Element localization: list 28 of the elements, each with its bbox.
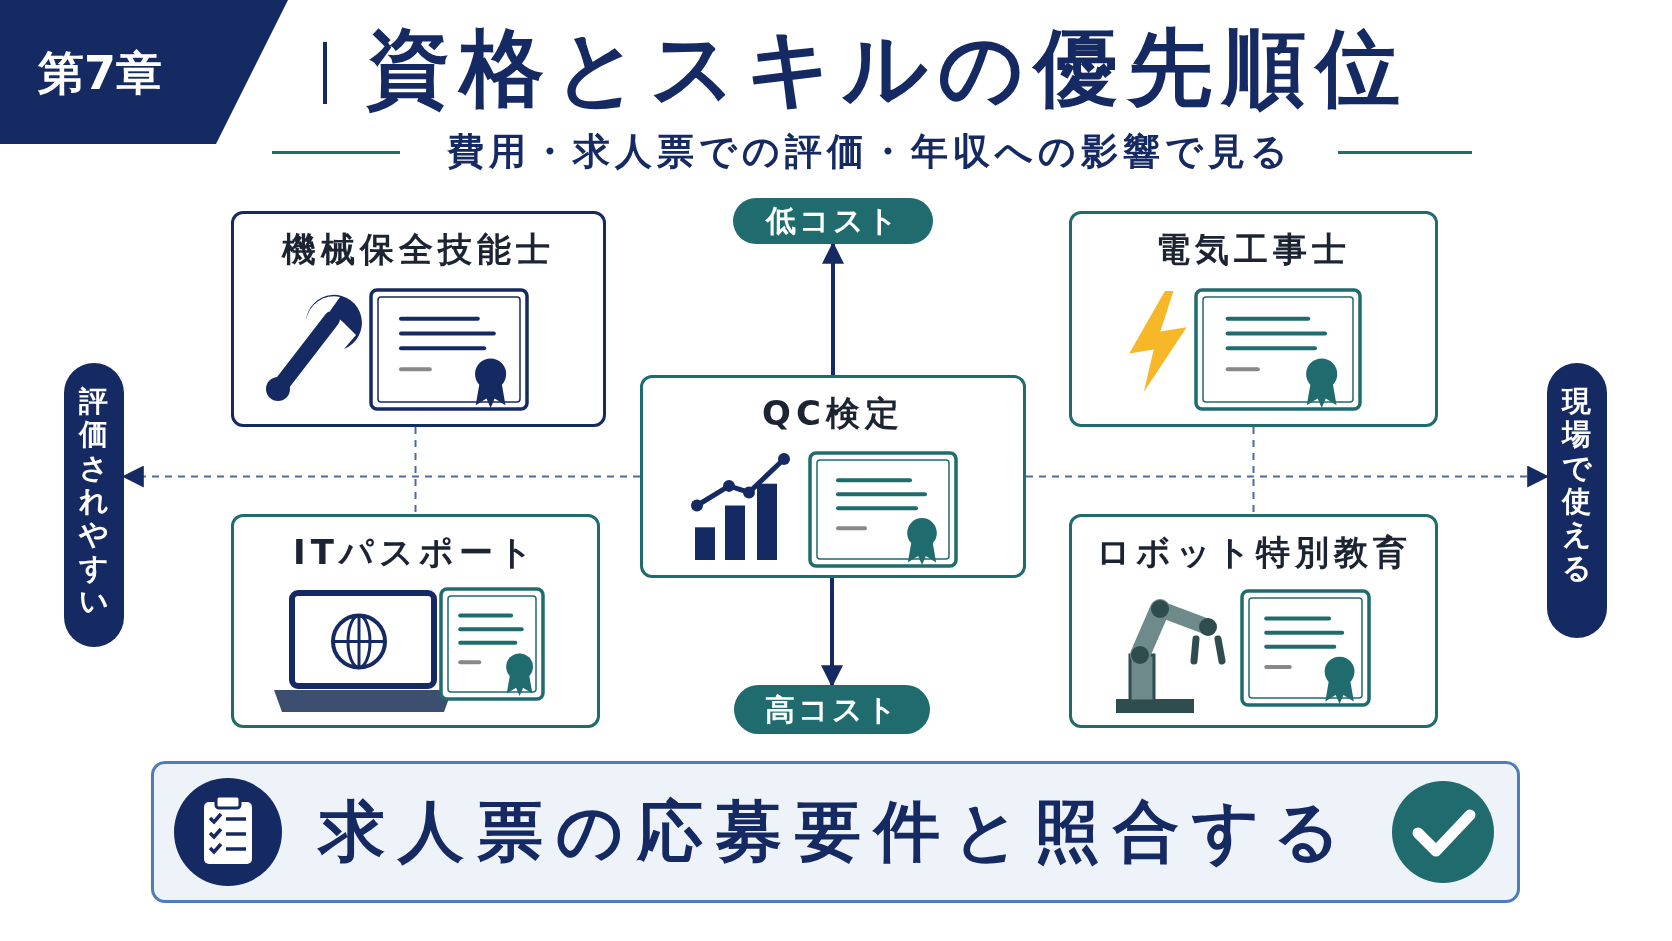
qualification-card <box>231 514 600 728</box>
subtitle: 費用・求人票での評価・年収への影響で見る <box>446 129 1294 175</box>
card-title: 機械保全技能士 <box>280 228 556 271</box>
cost-pill <box>733 198 933 244</box>
qualification-card <box>640 375 1026 578</box>
page-title: 資格とスキルの優先順位 <box>366 18 1410 118</box>
arrow <box>822 241 844 375</box>
card-title: ITパスポート <box>292 531 539 574</box>
card-title: QC検定 <box>761 392 905 435</box>
chapter-badge <box>0 0 288 144</box>
card-title: 電気工事士 <box>1155 228 1352 271</box>
axis-pill <box>1547 363 1607 638</box>
card-title: ロボット特別教育 <box>1094 531 1413 574</box>
axis-label: 評価されやすい <box>79 385 108 619</box>
cost-label: 高コスト <box>763 691 901 729</box>
qualification-card <box>231 211 606 427</box>
qualification-card <box>1069 514 1438 728</box>
axis-label: 現場で使える <box>1562 385 1591 586</box>
cost-label: 低コスト <box>764 202 902 240</box>
chapter-label: 第7章 <box>38 46 162 100</box>
dashed-connector <box>1252 426 1255 515</box>
action-text: 求人票の応募要件と照合する <box>319 792 1354 872</box>
cost-pill <box>734 685 930 734</box>
action-banner <box>151 761 1520 903</box>
dashed-connector <box>414 426 417 515</box>
axis-pill <box>64 363 124 647</box>
arrow <box>821 578 843 688</box>
qualification-card <box>1069 211 1438 427</box>
